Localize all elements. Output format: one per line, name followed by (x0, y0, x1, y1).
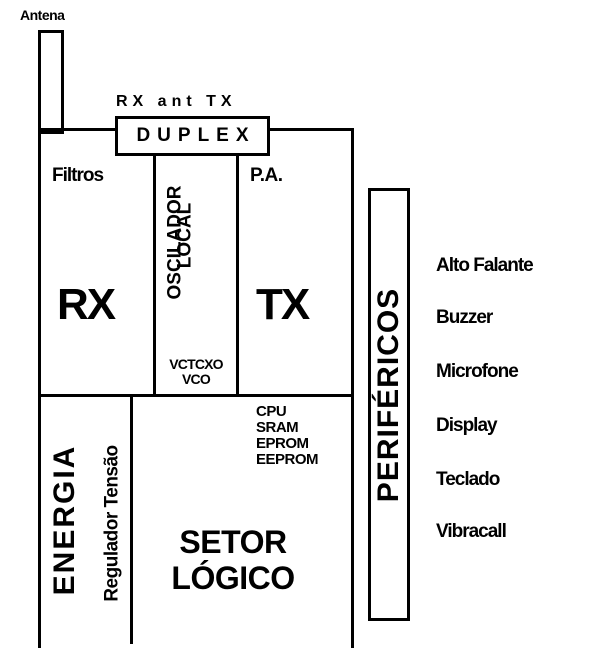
peripherals-title: PERIFÉRICOS (372, 287, 405, 503)
divider-rx-osc (153, 128, 156, 397)
tx-title: TX (256, 280, 310, 329)
divider-horizontal (38, 394, 354, 397)
peripheral-item: Display (436, 415, 498, 436)
peripheral-item: Teclado (436, 469, 500, 490)
component-eprom: EPROM (256, 435, 309, 452)
antenna (38, 30, 64, 134)
antenna-label: Antena (20, 7, 65, 23)
rx-filters-label: Filtros (52, 165, 104, 186)
vco-label: VCO (182, 371, 211, 387)
peripheral-item: Vibracall (436, 521, 507, 542)
peripheral-item: Buzzer (436, 307, 493, 328)
oscillator-title-line2: LOCAL (174, 202, 196, 269)
regulator-label: Regulador Tensão (101, 445, 123, 602)
duplex-box: DUPLEX (115, 116, 270, 156)
peripheral-item: Alto Falante (436, 255, 534, 276)
pa-label: P.A. (250, 165, 283, 186)
rx-title: RX (57, 280, 116, 329)
logic-title-line1: SETOR (179, 524, 287, 560)
divider-osc-tx (236, 128, 239, 397)
divider-energy-logic (130, 394, 133, 644)
energy-title: ENERGIA (48, 444, 81, 596)
peripherals-box (368, 188, 410, 621)
duplex-ports-label: RX ant TX (116, 93, 237, 110)
component-sram: SRAM (256, 419, 299, 436)
vctcxo-label: VCTCXO (169, 356, 223, 372)
peripheral-item: Microfone (436, 361, 519, 382)
logic-title-line2: LÓGICO (171, 560, 295, 596)
component-eeprom: EEPROM (256, 451, 319, 468)
duplex-label: DUPLEX (136, 125, 256, 146)
component-cpu: CPU (256, 403, 287, 420)
logic-components-list: CPU SRAM EPROM EEPROM (256, 404, 356, 468)
